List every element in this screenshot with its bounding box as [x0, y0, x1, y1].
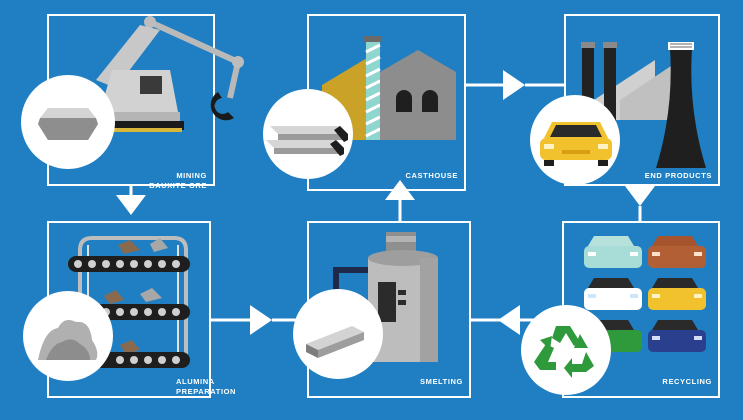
car-mint — [584, 236, 642, 268]
excavator-icon — [86, 16, 244, 132]
car-navy — [648, 320, 706, 352]
label-recycling: RECYCLING — [662, 377, 712, 386]
power-plant-icon — [581, 42, 706, 168]
arrow-down-mining — [116, 195, 146, 215]
arrow-down-endproducts — [625, 186, 655, 206]
arrow-right-casthouse — [503, 70, 525, 100]
label-mining: MINING — [176, 171, 207, 180]
arrow-left-recycling — [498, 305, 520, 335]
label-bauxite-ore: BAUXITE ORE — [149, 181, 207, 190]
label-preparation: PREPARATION — [176, 387, 236, 396]
ingot-circle — [263, 89, 353, 179]
ingot-icon — [306, 326, 364, 358]
smelter-icon — [333, 232, 438, 362]
car-yellow-parked — [648, 278, 706, 310]
bauxite-stone-icon — [38, 108, 98, 140]
parked-cars-icon — [584, 236, 706, 352]
smelting-ingot-circle — [293, 289, 383, 379]
alumina-circle — [23, 291, 113, 381]
label-casthouse: CASTHOUSE — [406, 171, 459, 180]
conveyor-rollers — [74, 260, 180, 364]
alumina-powder-icon — [38, 320, 98, 360]
recycle-circle — [521, 305, 611, 395]
car-circle — [530, 95, 620, 185]
label-alumina: ALUMINA — [176, 377, 215, 386]
yellow-car-icon — [540, 122, 612, 166]
arrow-right-alumina — [250, 305, 272, 335]
bauxite-circle — [21, 75, 115, 169]
label-end-products: END PRODUCTS — [645, 171, 712, 180]
stacked-ingots-icon — [266, 126, 348, 156]
car-white — [584, 278, 642, 310]
car-brown — [648, 236, 706, 268]
label-smelting: SMELTING — [420, 377, 463, 386]
recycle-icon — [534, 326, 594, 378]
